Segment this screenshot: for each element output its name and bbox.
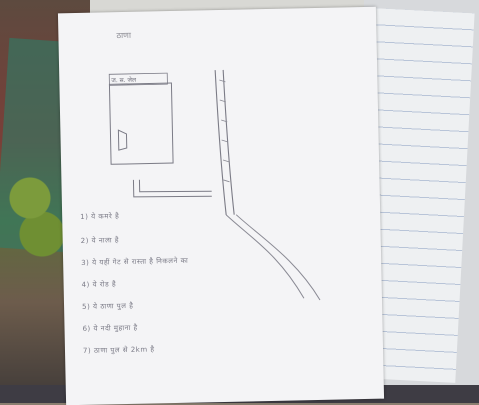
door-mark <box>117 129 128 151</box>
note-line-4: 4) ये रोड है <box>81 280 117 289</box>
building-label: ज. स. जेल <box>111 76 137 85</box>
sketch-paper: ठाणा ज. स. जेल 1) ये कमरे है 2) ये नाला … <box>57 6 385 405</box>
note-line-7: 7) ठाणा पुल से 2km है <box>82 345 155 355</box>
building-outline <box>108 82 174 165</box>
road-ticks <box>219 79 230 183</box>
path-line-inner <box>138 179 212 193</box>
note-line-1: 1) ये कमरे है <box>80 212 120 221</box>
note-line-5: 5) ये ठाणा पुल है <box>81 301 134 311</box>
note-line-2: 2) ये नाला है <box>80 236 120 245</box>
road-left-edge <box>214 70 227 215</box>
plant-leaves <box>6 150 66 270</box>
note-line-6: 6) ये नदी मुहाना है <box>82 323 138 333</box>
sheet-title: ठाणा <box>116 30 132 41</box>
river-line-2 <box>235 214 321 301</box>
road-right-edge <box>222 69 235 215</box>
path-line <box>132 179 212 198</box>
building-label-box <box>108 72 168 86</box>
pencil-sketch <box>108 69 321 301</box>
river-line-1 <box>225 214 305 299</box>
